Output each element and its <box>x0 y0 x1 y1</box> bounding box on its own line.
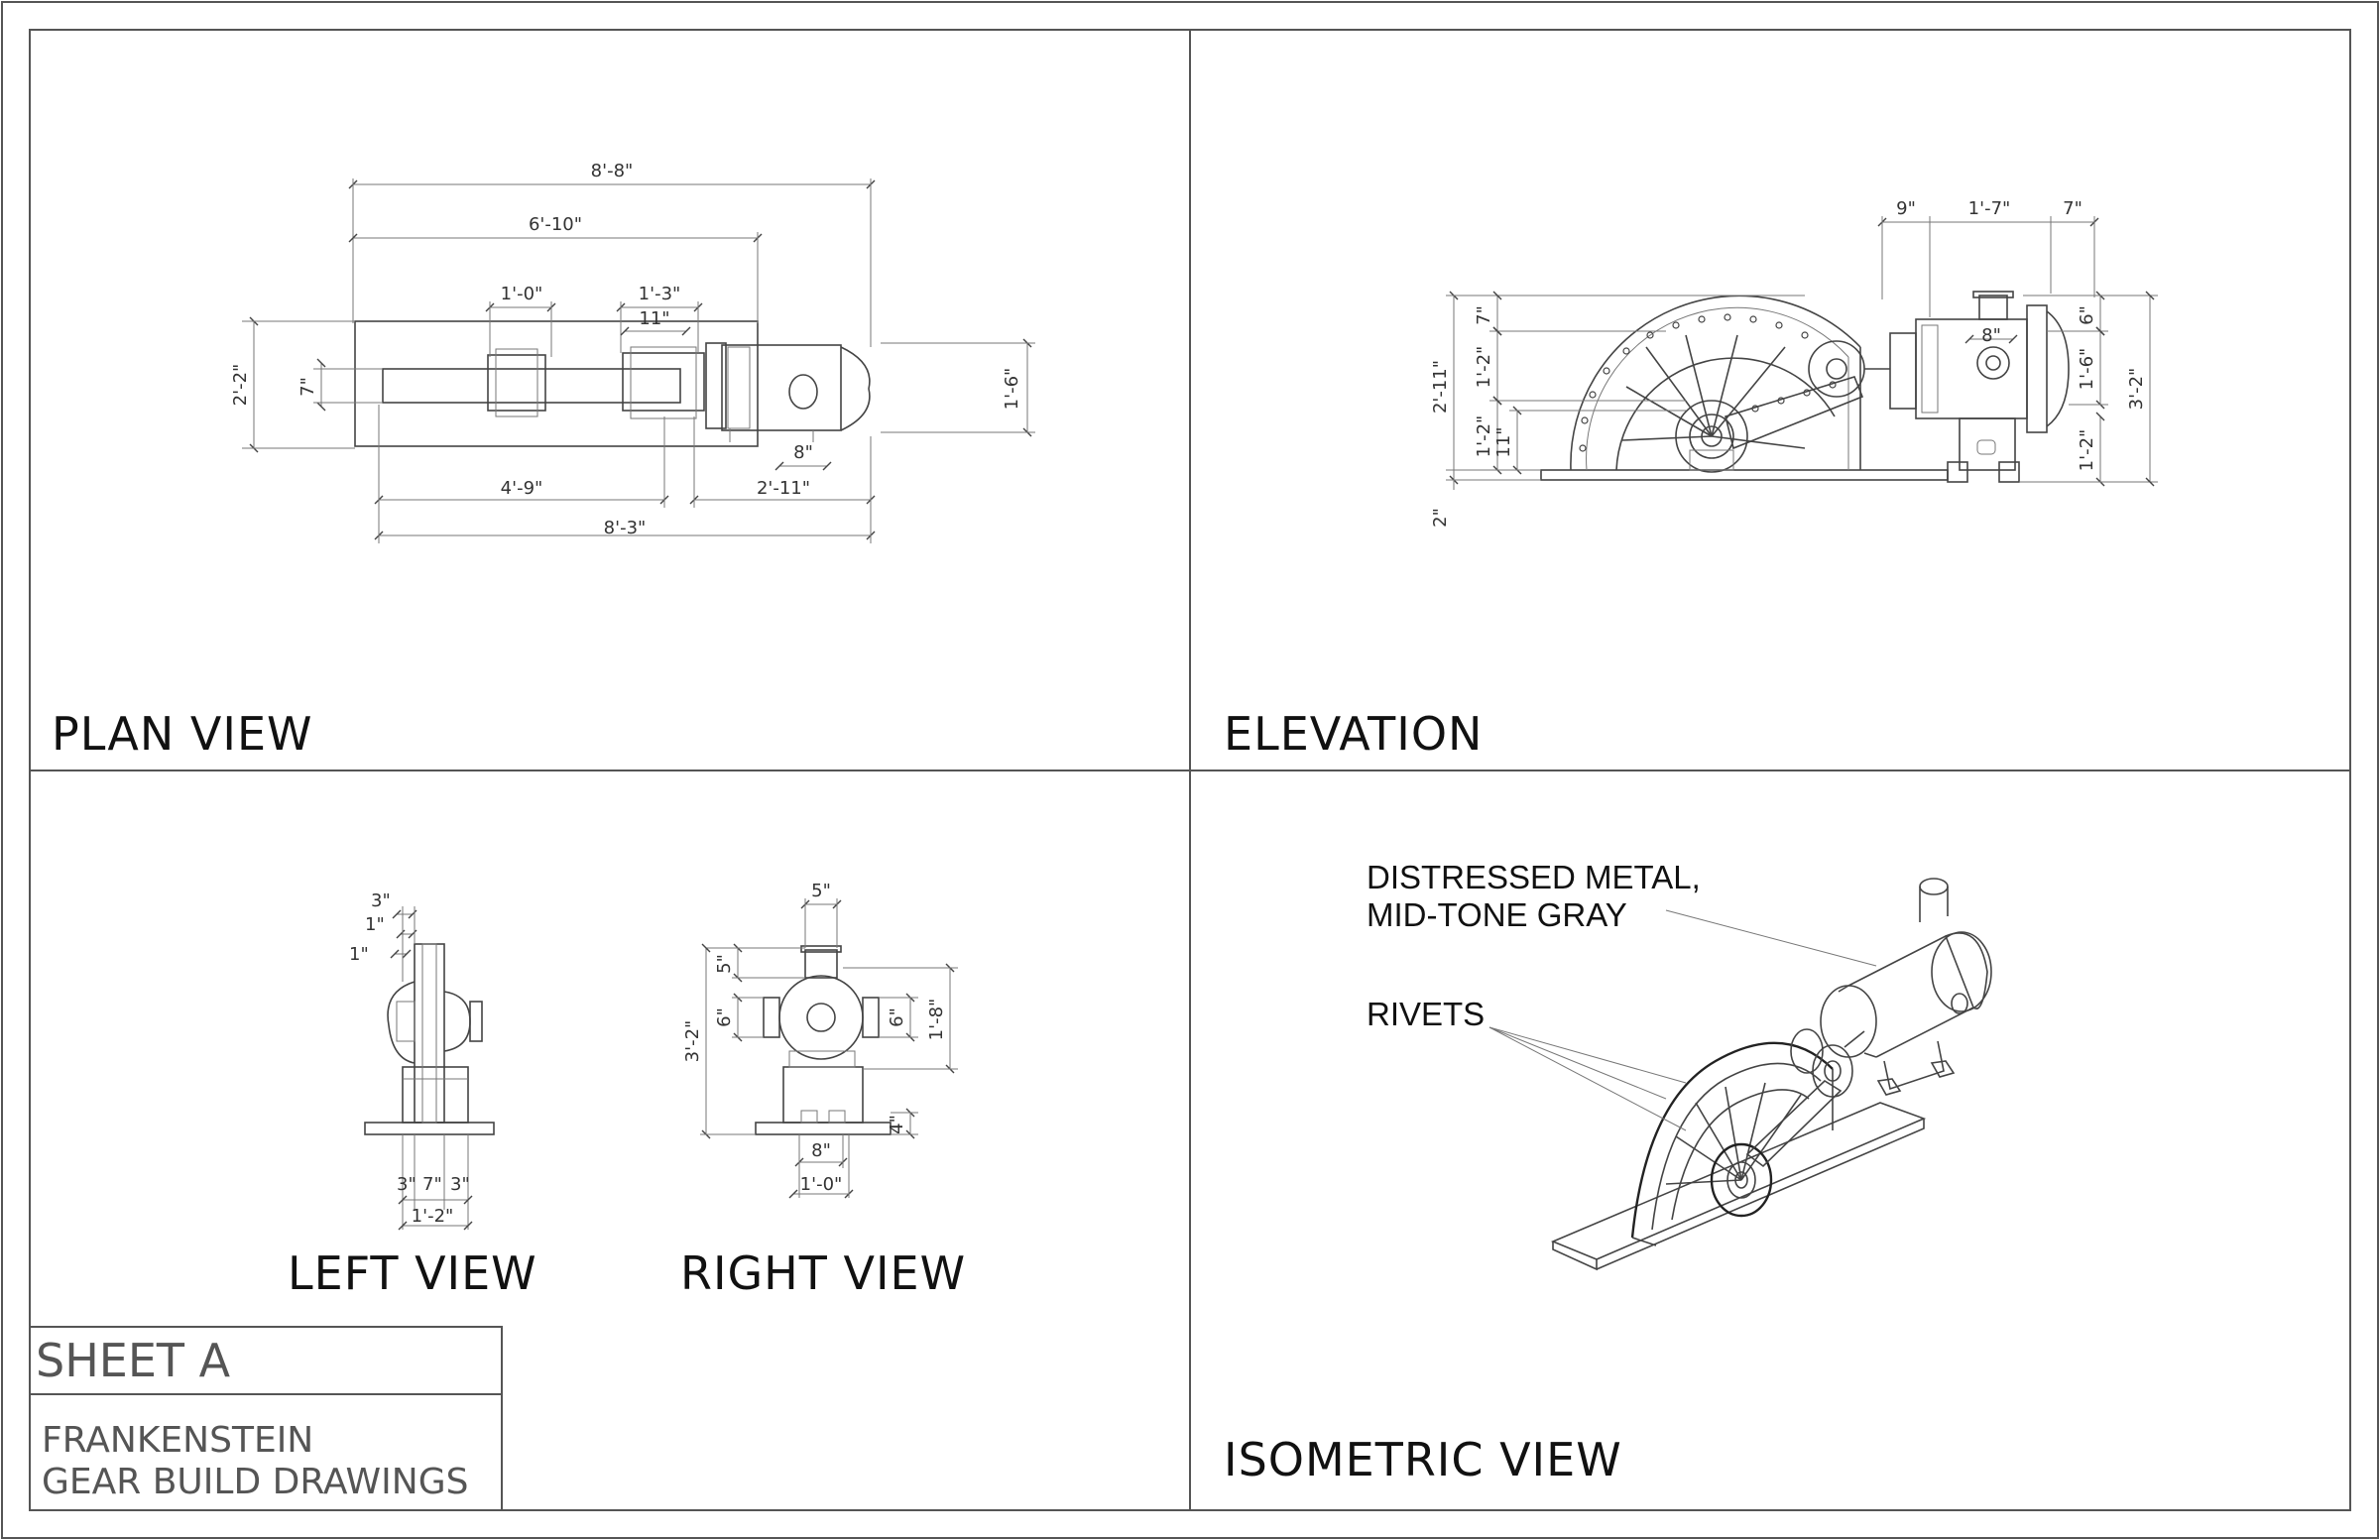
left-dim-b12: 1'-2" <box>412 1206 454 1227</box>
plan-dim-left-small: 7" <box>298 377 318 397</box>
right-dim-l6: 6" <box>714 1007 735 1027</box>
note-rivets: RIVETS <box>1367 996 1485 1032</box>
plan-dim-bottom-b: 2'-11" <box>757 478 810 499</box>
left-dimensions: 3" 1" 1" 3" 7" 3" 1'-2" <box>349 890 473 1231</box>
plan-dim-top-second: 6'-10" <box>529 214 582 235</box>
elevation-dim-top-c: 7" <box>2063 198 2082 219</box>
left-dim-t1a: 1" <box>365 914 385 935</box>
elevation-dim-right-16: 1'-6" <box>2077 348 2097 391</box>
elevation-dim-right-total: 3'-2" <box>2126 368 2147 411</box>
note-mid-tone-gray: MID-TONE GRAY <box>1367 896 1627 933</box>
isometric-leaders <box>1488 909 1877 1131</box>
elevation-drawing <box>1540 291 2070 483</box>
elevation-dim-left-11: 11" <box>1493 426 1514 457</box>
right-dim-t5: 5" <box>811 881 831 901</box>
right-dim-r18: 1'-8" <box>926 999 947 1041</box>
elevation-dim-left-12a: 1'-2" <box>1474 346 1494 389</box>
elevation-dim-mid-8: 8" <box>1981 325 2001 346</box>
left-dim-t1b: 1" <box>349 944 369 965</box>
plan-view: 8'-8" 6'-10" 1'-0" 1'-3" 11" 2'-2" 7" <box>52 161 1035 761</box>
plan-drawing <box>354 320 871 447</box>
right-drawing <box>755 945 892 1135</box>
sheet-label: SHEET A <box>36 1334 231 1387</box>
elevation-dim-left-2: 2" <box>1430 508 1451 528</box>
elevation-view-title: ELEVATION <box>1224 707 1483 761</box>
plan-dim-d2: 1'-3" <box>639 284 681 304</box>
right-dim-b8: 8" <box>811 1140 831 1161</box>
left-dim-t3: 3" <box>371 890 391 911</box>
note-distressed-metal: DISTRESSED METAL, <box>1367 859 1701 895</box>
right-dim-l32: 3'-2" <box>682 1020 703 1063</box>
elevation-dimensions: 9" 1'-7" 7" 2'-11" 7" 1'-2" 1'-2" 11" 2"… <box>1430 198 2158 528</box>
plan-dim-d1: 1'-0" <box>501 284 543 304</box>
right-view-title: RIGHT VIEW <box>680 1246 966 1300</box>
isometric-view: DISTRESSED METAL, MID-TONE GRAY RIVETS I… <box>1224 859 1992 1486</box>
iso-wheel-spokes <box>1665 1082 1802 1185</box>
elevation-dim-top-a: 9" <box>1896 198 1916 219</box>
project-title-line1: FRANKENSTEIN <box>42 1420 313 1461</box>
right-dim-r6: 6" <box>887 1007 907 1027</box>
elevation-rivets <box>1579 313 1837 452</box>
plan-dim-8: 8" <box>793 442 813 463</box>
plan-view-title: PLAN VIEW <box>52 707 313 761</box>
plan-dim-overall-top: 8'-8" <box>591 161 634 181</box>
elevation-dim-left-total: 2'-11" <box>1430 360 1451 414</box>
elevation-dim-right-6: 6" <box>2077 305 2097 325</box>
plan-dim-bottom-a: 4'-9" <box>501 478 543 499</box>
left-view: 3" 1" 1" 3" 7" 3" 1'-2" LEFT VIEW <box>288 890 537 1300</box>
plan-dim-right-height: 1'-6" <box>1002 368 1022 411</box>
plan-dim-overall-bottom: 8'-3" <box>604 518 647 538</box>
right-dim-r4: 4" <box>887 1115 907 1134</box>
left-dim-b3b: 3" <box>450 1174 470 1195</box>
elevation-dim-left-12b: 1'-2" <box>1474 415 1494 458</box>
elevation-view: 9" 1'-7" 7" 2'-11" 7" 1'-2" 1'-2" 11" 2"… <box>1224 198 2158 761</box>
isometric-drawing <box>1550 878 1992 1271</box>
right-dimensions: 5" 5" 6" 3'-2" 6" 1'-8" 4" <box>682 881 958 1199</box>
title-block: SHEET A FRANKENSTEIN GEAR BUILD DRAWINGS <box>29 1326 503 1511</box>
plan-dim-left-height: 2'-2" <box>230 364 251 407</box>
right-dim-l5: 5" <box>714 954 735 974</box>
plan-dim-d3: 11" <box>639 308 669 329</box>
isometric-view-title: ISOMETRIC VIEW <box>1224 1433 1622 1486</box>
elevation-wheel-spokes <box>1621 334 1806 449</box>
project-title-line2: GEAR BUILD DRAWINGS <box>42 1462 468 1502</box>
left-view-title: LEFT VIEW <box>288 1246 537 1300</box>
left-drawing <box>364 943 495 1135</box>
right-dim-b10: 1'-0" <box>800 1174 843 1195</box>
elevation-dim-right-12: 1'-2" <box>2077 429 2097 472</box>
right-view: 5" 5" 6" 3'-2" 6" 1'-8" 4" <box>680 881 966 1300</box>
elevation-dim-left-7: 7" <box>1474 305 1494 325</box>
plan-dimensions: 8'-8" 6'-10" 1'-0" 1'-3" 11" 2'-2" 7" <box>230 161 1035 543</box>
left-dim-b7: 7" <box>422 1174 442 1195</box>
elevation-dim-top-b: 1'-7" <box>1968 198 2011 219</box>
left-dim-b3a: 3" <box>397 1174 416 1195</box>
